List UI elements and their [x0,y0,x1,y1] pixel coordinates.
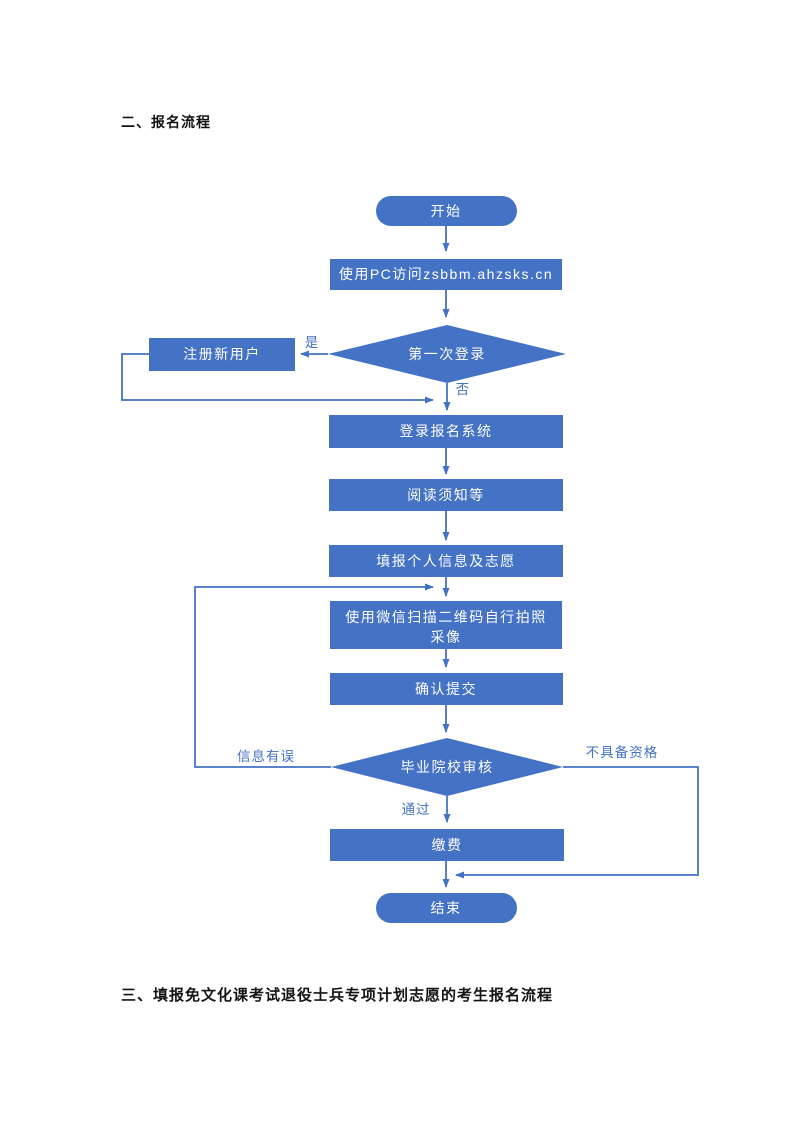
school-audit-decision-label: 毕业院校审核 [401,759,494,775]
register-node: 注册新用户 [149,338,295,371]
pay-fee-node-shape [330,829,564,861]
end-node: 结束 [376,893,517,923]
end-node-shape [376,893,517,923]
confirm-submit-node-label: 确认提交 [415,681,477,697]
confirm-submit-node-shape [330,673,563,705]
school-audit-decision-shape [331,738,563,796]
fill-info-node: 填报个人信息及志愿 [329,545,563,577]
label-info-error: 信息有误 [237,748,295,764]
wechat-scan-node-shape [330,601,562,649]
label-not-qualified: 不具备资格 [586,744,659,760]
school-audit-decision: 毕业院校审核 [331,738,563,796]
read-notice-node-label: 阅读须知等 [407,487,485,503]
wechat-scan-node-label-line1: 使用微信扫描二维码自行拍照 [345,609,547,625]
label-no: 否 [456,382,471,397]
label-yes: 是 [305,335,320,350]
section-2-heading: 二、报名流程 [121,114,211,130]
pay-fee-node: 缴费 [330,829,564,861]
section-3-heading: 三、填报免文化课考试退役士兵专项计划志愿的考生报名流程 [121,987,554,1004]
first-login-decision: 第一次登录 [328,325,566,383]
visit-site-node: 使用PC访问zsbbm.ahzsks.cn [330,259,562,290]
login-system-node-label: 登录报名系统 [400,423,493,439]
wechat-scan-node-label-line2: 采像 [431,629,462,645]
wechat-scan-node: 使用微信扫描二维码自行拍照 采像 [330,601,562,649]
start-node-label: 开始 [431,203,462,219]
first-login-decision-shape [328,325,566,383]
fill-info-node-shape [329,545,563,577]
start-node-shape [376,196,517,226]
edge-register-merge-loop [121,353,434,404]
first-login-decision-label: 第一次登录 [408,346,486,362]
fill-info-node-label: 填报个人信息及志愿 [376,553,516,569]
edge-audit-notqualified-loop [455,766,699,879]
register-node-label: 注册新用户 [183,346,261,362]
confirm-submit-node: 确认提交 [330,673,563,705]
read-notice-node: 阅读须知等 [329,479,563,511]
visit-site-node-label: 使用PC访问zsbbm.ahzsks.cn [339,266,553,282]
edge-audit-infoerror-loop [194,583,434,768]
end-node-label: 结束 [431,900,462,916]
read-notice-node-shape [329,479,563,511]
start-node: 开始 [376,196,517,226]
visit-site-node-shape [330,259,562,290]
pay-fee-node-label: 缴费 [432,837,463,853]
label-pass: 通过 [402,802,431,817]
login-system-node: 登录报名系统 [329,415,563,448]
register-node-shape [149,338,295,371]
login-system-node-shape [329,415,563,448]
